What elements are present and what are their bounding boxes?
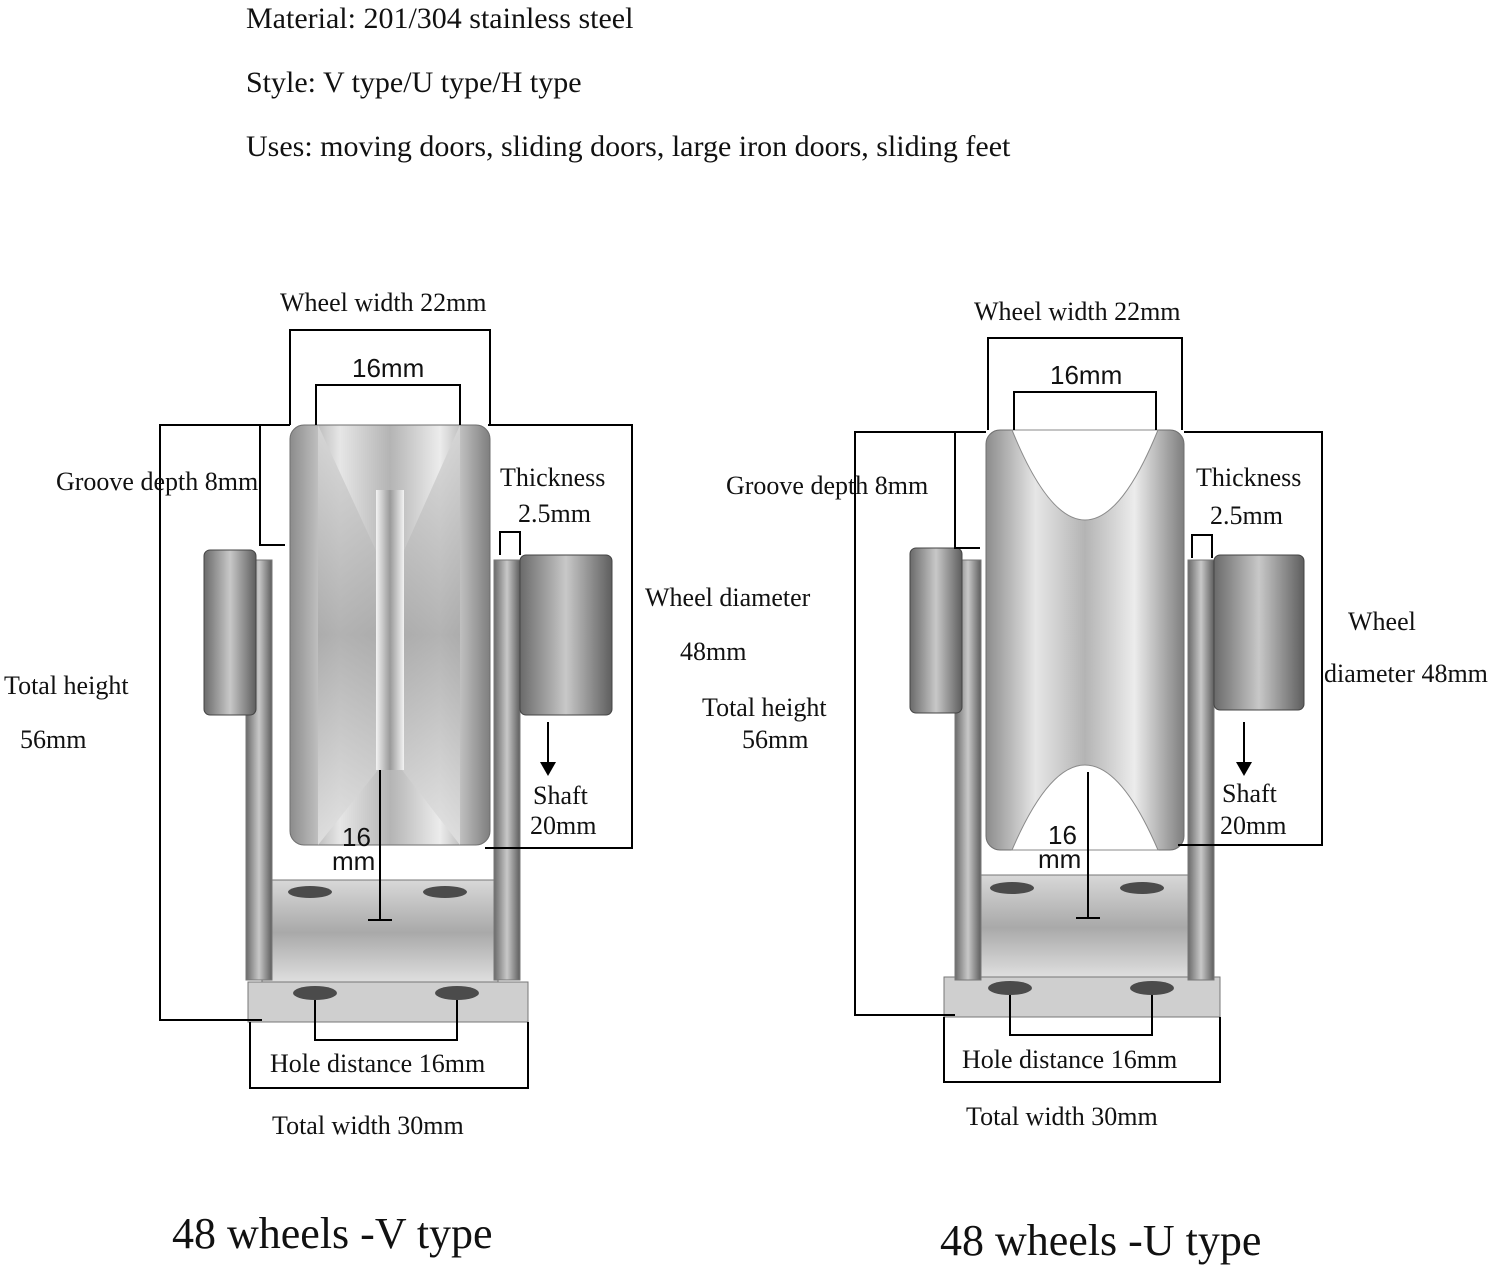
- v-wheel-right-flank: [402, 425, 460, 845]
- u-groove-depth-line: [954, 432, 980, 549]
- v-thickness-bracket: [499, 531, 521, 555]
- v-mount-hole: [288, 886, 332, 898]
- u-center-height-line: [1076, 772, 1100, 919]
- u-mount-hole: [990, 882, 1034, 894]
- v-wheel-diameter-value: 48mm: [680, 637, 746, 666]
- v-wheel-left-flank: [318, 425, 378, 845]
- u-type-caption: 48 wheels -U type: [940, 1216, 1261, 1265]
- v-total-width-bracket: [249, 1022, 529, 1089]
- v-type-dimensions: [159, 329, 633, 1089]
- u-thickness-label: Thickness: [1196, 463, 1301, 492]
- u-groove-width-label: 16mm: [1050, 360, 1122, 390]
- v-shaft-value: 20mm: [530, 811, 596, 840]
- v-lock-nut: [519, 554, 613, 716]
- u-hole-distance-bracket: [1009, 995, 1153, 1036]
- u-mount-hole: [1120, 882, 1164, 894]
- v-total-height-label: Total height: [4, 671, 129, 700]
- spec-style: Style: V type/U type/H type: [246, 66, 582, 99]
- v-thickness-value: 2.5mm: [518, 499, 591, 528]
- v-groove-depth-label: Groove depth 8mm: [56, 467, 258, 496]
- u-wheel-width-bracket: [987, 337, 1183, 430]
- spec-uses: Uses: moving doors, sliding doors, large…: [246, 130, 1011, 163]
- u-total-height-value: 56mm: [742, 725, 808, 754]
- u-groove-width-bracket: [1013, 391, 1157, 430]
- v-bolt-head: [203, 549, 257, 716]
- u-shaft-label: Shaft: [1222, 779, 1278, 808]
- v-wheel-width-bracket: [289, 329, 491, 425]
- v-total-height-value: 56mm: [20, 725, 86, 754]
- u-type-wheel-assembly: [909, 429, 1305, 1018]
- u-wheel-bottom-groove: [1011, 764, 1159, 851]
- v-total-height-bracket: [159, 424, 290, 1021]
- u-hole-distance-label: Hole distance 16mm: [962, 1045, 1177, 1074]
- u-thickness-value: 2.5mm: [1210, 501, 1283, 530]
- u-mount-hole: [988, 981, 1032, 995]
- v-groove-width-bracket: [315, 384, 461, 425]
- u-groove-depth-label: Groove depth 8mm: [726, 471, 928, 500]
- u-bracket-right-arm: [1187, 559, 1215, 981]
- u-shaft-value: 20mm: [1220, 811, 1286, 840]
- spec-material: Material: 201/304 stainless steel: [246, 2, 634, 35]
- v-bracket-base-plate: [247, 981, 529, 1023]
- u-type-dimensions: [854, 337, 1323, 1083]
- v-type-caption: 48 wheels -V type: [172, 1209, 493, 1258]
- v-mount-hole: [423, 886, 467, 898]
- v-center-height-unit: mm: [332, 846, 375, 876]
- v-bracket-right-arm: [493, 559, 521, 981]
- v-thickness-label: Thickness: [500, 463, 605, 492]
- v-wheel-diameter-label: Wheel diameter: [645, 583, 811, 612]
- v-wheel-diameter-bracket: [485, 424, 633, 849]
- v-wheel-width-label: Wheel width 22mm: [280, 288, 487, 317]
- v-mount-hole: [293, 986, 337, 1000]
- v-center-height-line: [368, 770, 392, 921]
- v-shaft-arrow-head: [540, 762, 556, 776]
- u-shaft-arrow-head: [1236, 762, 1252, 776]
- u-wheel-diameter-label: Wheel: [1348, 607, 1416, 636]
- u-wheel-diameter-bracket: [1178, 431, 1323, 846]
- u-lock-nut: [1213, 554, 1305, 711]
- u-bracket-base-plate: [943, 976, 1221, 1018]
- u-total-width-bracket: [943, 1017, 1221, 1083]
- v-groove-depth-line: [259, 425, 285, 546]
- u-total-width-label: Total width 30mm: [966, 1102, 1158, 1131]
- v-hole-distance-label: Hole distance 16mm: [270, 1049, 485, 1078]
- u-mount-hole: [1130, 981, 1174, 995]
- u-total-height-label: Total height: [702, 693, 827, 722]
- v-shaft-label: Shaft: [533, 781, 589, 810]
- v-mount-hole: [435, 986, 479, 1000]
- u-total-height-bracket: [854, 431, 986, 1016]
- v-center-height-number: 16: [342, 822, 371, 852]
- v-total-width-label: Total width 30mm: [272, 1111, 464, 1140]
- u-wheel-width-label: Wheel width 22mm: [974, 297, 1181, 326]
- u-center-height-unit: mm: [1038, 844, 1081, 874]
- v-groove-width-label: 16mm: [352, 353, 424, 383]
- u-wheel-top-groove: [1011, 429, 1159, 521]
- v-hole-distance-bracket: [314, 1000, 458, 1041]
- u-bolt-head: [909, 547, 963, 714]
- u-center-height-number: 16: [1048, 820, 1077, 850]
- v-wheel-groove: [376, 490, 404, 770]
- u-wheel-diameter-value: diameter 48mm: [1324, 659, 1488, 688]
- u-thickness-bracket: [1191, 534, 1213, 558]
